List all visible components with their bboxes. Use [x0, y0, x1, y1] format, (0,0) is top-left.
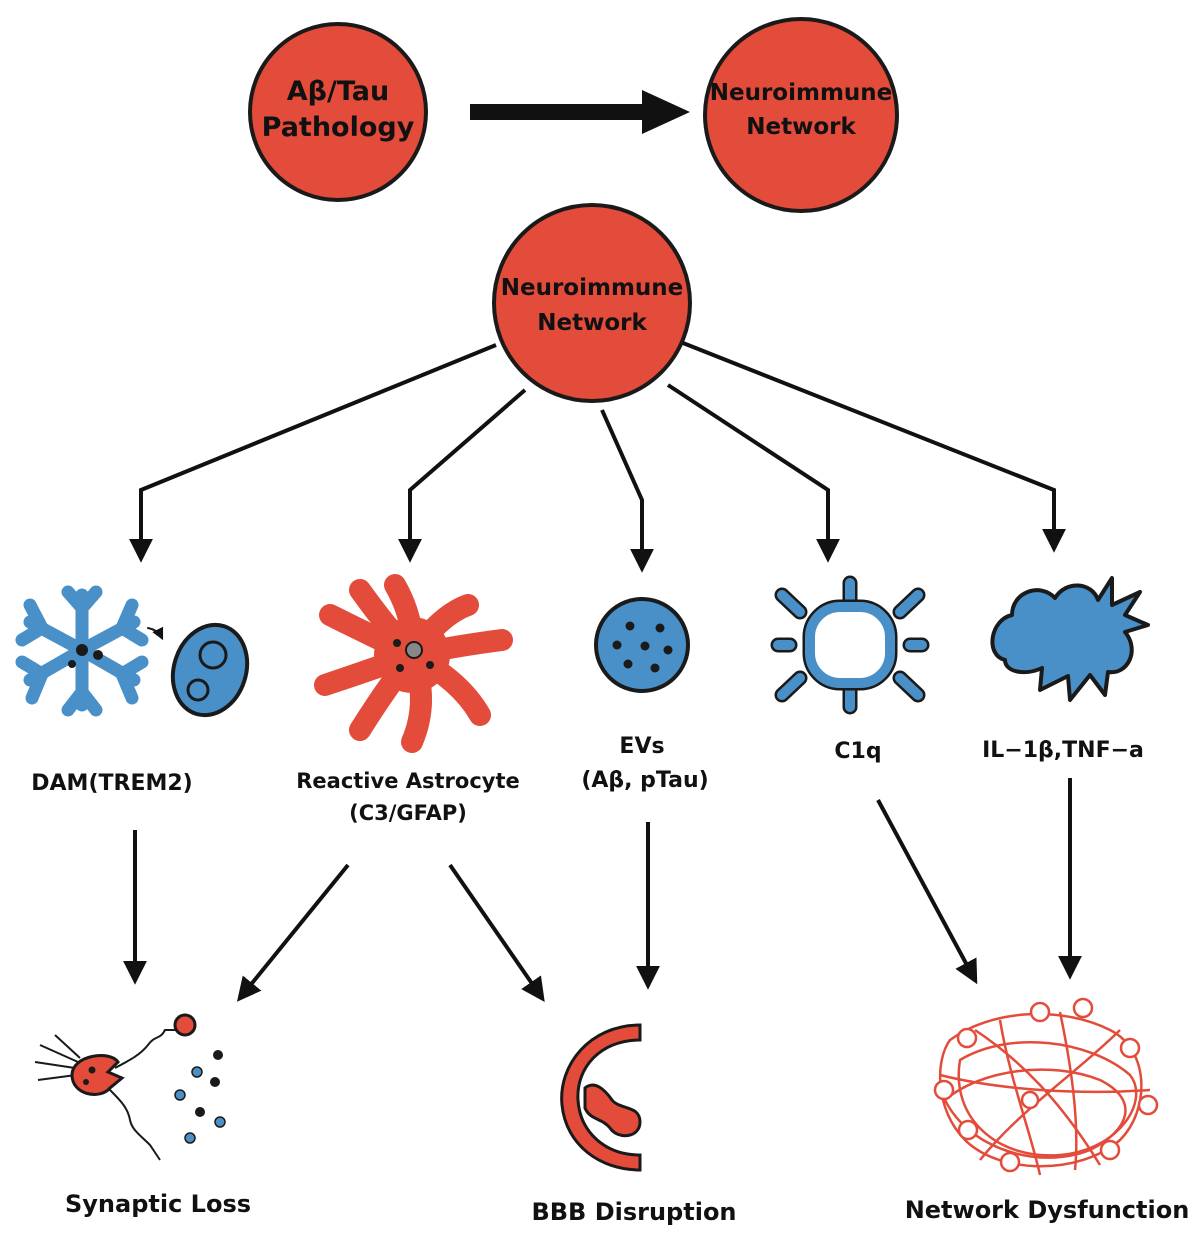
bbb-disruption-label: BBB Disruption [531, 1198, 736, 1226]
hub-label-line2: Network [537, 310, 647, 336]
astrocyte-icon [314, 574, 513, 753]
network-node-top: Neuroimmune Network [703, 17, 899, 213]
dam-label: DAM(TREM2) [31, 771, 192, 796]
hub-connectors [129, 341, 1066, 573]
pathology-label-line1: Aβ/Tau [287, 76, 389, 107]
connector-astrocyte-to-bbb [448, 863, 545, 1002]
astrocyte-label-line2: (C3/GFAP) [349, 801, 467, 825]
cytokine-cloud-icon [990, 576, 1150, 702]
tangled-network-icon [933, 997, 1159, 1176]
astrocyte-label-line1: Reactive Astrocyte [296, 769, 520, 793]
complement-icon [770, 575, 930, 715]
network-dysfunction-label: Network Dysfunction [905, 1196, 1190, 1224]
network-top-label-line2: Network [746, 114, 856, 140]
barrier-icon [560, 1023, 642, 1172]
connector-to-astrocyte [398, 388, 527, 563]
pathology-node: Aβ/Tau Pathology [248, 22, 428, 202]
outcome-connectors [123, 778, 1082, 1002]
evs-label-line1: EVs [619, 734, 664, 759]
network-top-label-line1: Neuroimmune [710, 80, 893, 106]
hub-node: Neuroimmune Network [492, 203, 692, 403]
connector-c1q-to-network [876, 799, 978, 985]
top-arrow [470, 90, 690, 134]
synapse-icon [34, 1013, 226, 1161]
microglia-icon [15, 585, 250, 718]
c1q-label: C1q [834, 739, 881, 764]
hub-label-line1: Neuroimmune [501, 275, 684, 301]
connector-to-cytokines [682, 341, 1066, 553]
cytokines-label: IL−1β,TNF−a [982, 738, 1144, 763]
connector-to-dam [129, 343, 497, 563]
connector-astrocyte-to-synaptic [236, 863, 350, 1002]
vesicle-icon [594, 597, 690, 693]
pathology-label-line2: Pathology [262, 112, 415, 143]
connector-to-c1q [666, 383, 840, 563]
connector-to-evs [600, 409, 654, 573]
evs-label-line2: (Aβ, pTau) [581, 768, 708, 793]
synaptic-loss-label: Synaptic Loss [65, 1190, 251, 1218]
